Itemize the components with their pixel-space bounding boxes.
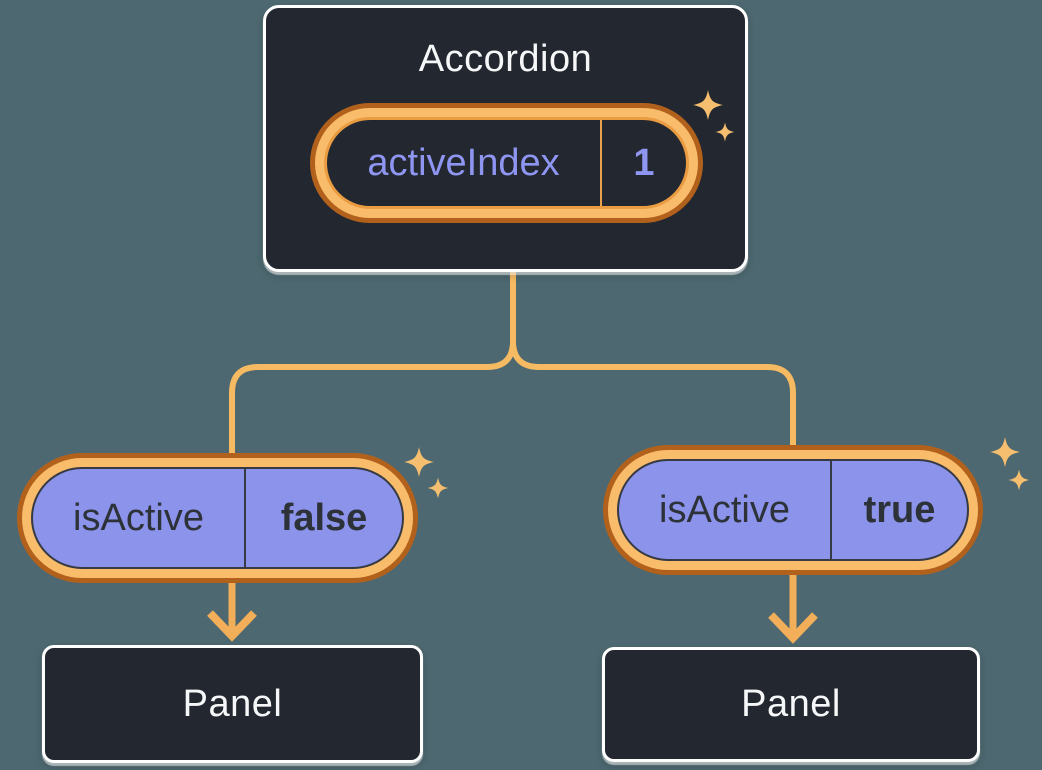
prop-pill-isactive-false: isActive false	[31, 467, 404, 569]
state-name-label: activeIndex	[367, 141, 560, 184]
state-value-label: 1	[633, 141, 655, 184]
panel-title: Panel	[741, 683, 841, 725]
branch-left-line	[229, 270, 516, 456]
branch-right-line	[510, 270, 796, 448]
pill-divider	[244, 469, 246, 567]
pill-divider	[600, 120, 602, 206]
prop-value-label: false	[280, 496, 368, 539]
accordion-title: Accordion	[418, 38, 593, 80]
pill-divider	[830, 461, 832, 559]
state-pill: activeIndex 1	[324, 117, 689, 209]
panel-node-right: Panel	[602, 647, 980, 762]
arrow-down-icon	[207, 576, 257, 642]
prop-value-label: true	[863, 488, 936, 531]
sparkle-icon	[693, 90, 735, 142]
sparkle-icon	[990, 437, 1030, 491]
prop-pill-isactive-true: isActive true	[617, 459, 969, 561]
arrow-down-icon	[768, 568, 818, 644]
panel-title: Panel	[182, 682, 283, 725]
sparkle-icon	[404, 447, 449, 499]
prop-name-label: isActive	[73, 496, 204, 539]
panel-node-left: Panel	[42, 645, 423, 763]
prop-name-label: isActive	[659, 488, 790, 531]
